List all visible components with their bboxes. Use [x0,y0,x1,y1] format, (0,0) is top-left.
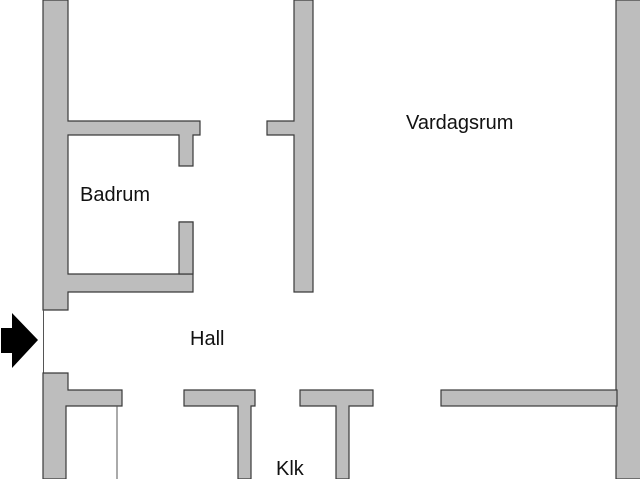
left-outer-wall-upper [42,0,201,311]
room-label-vardagsrum: Vardagsrum [406,112,514,134]
kitchen-wall-right [299,389,374,479]
room-label-klk: Klk [276,458,304,480]
living-room-bottom-wall [440,389,618,407]
center-partition-wall [266,0,314,293]
room-label-hall: Hall [190,328,225,350]
room-label-badrum: Badrum [80,184,151,206]
bathroom-door-stub-lower [178,221,194,275]
kitchen-wall-left [183,389,256,479]
arrow-right-icon [1,313,38,368]
right-outer-wall [615,0,640,479]
left-outer-wall-lower [42,372,123,479]
